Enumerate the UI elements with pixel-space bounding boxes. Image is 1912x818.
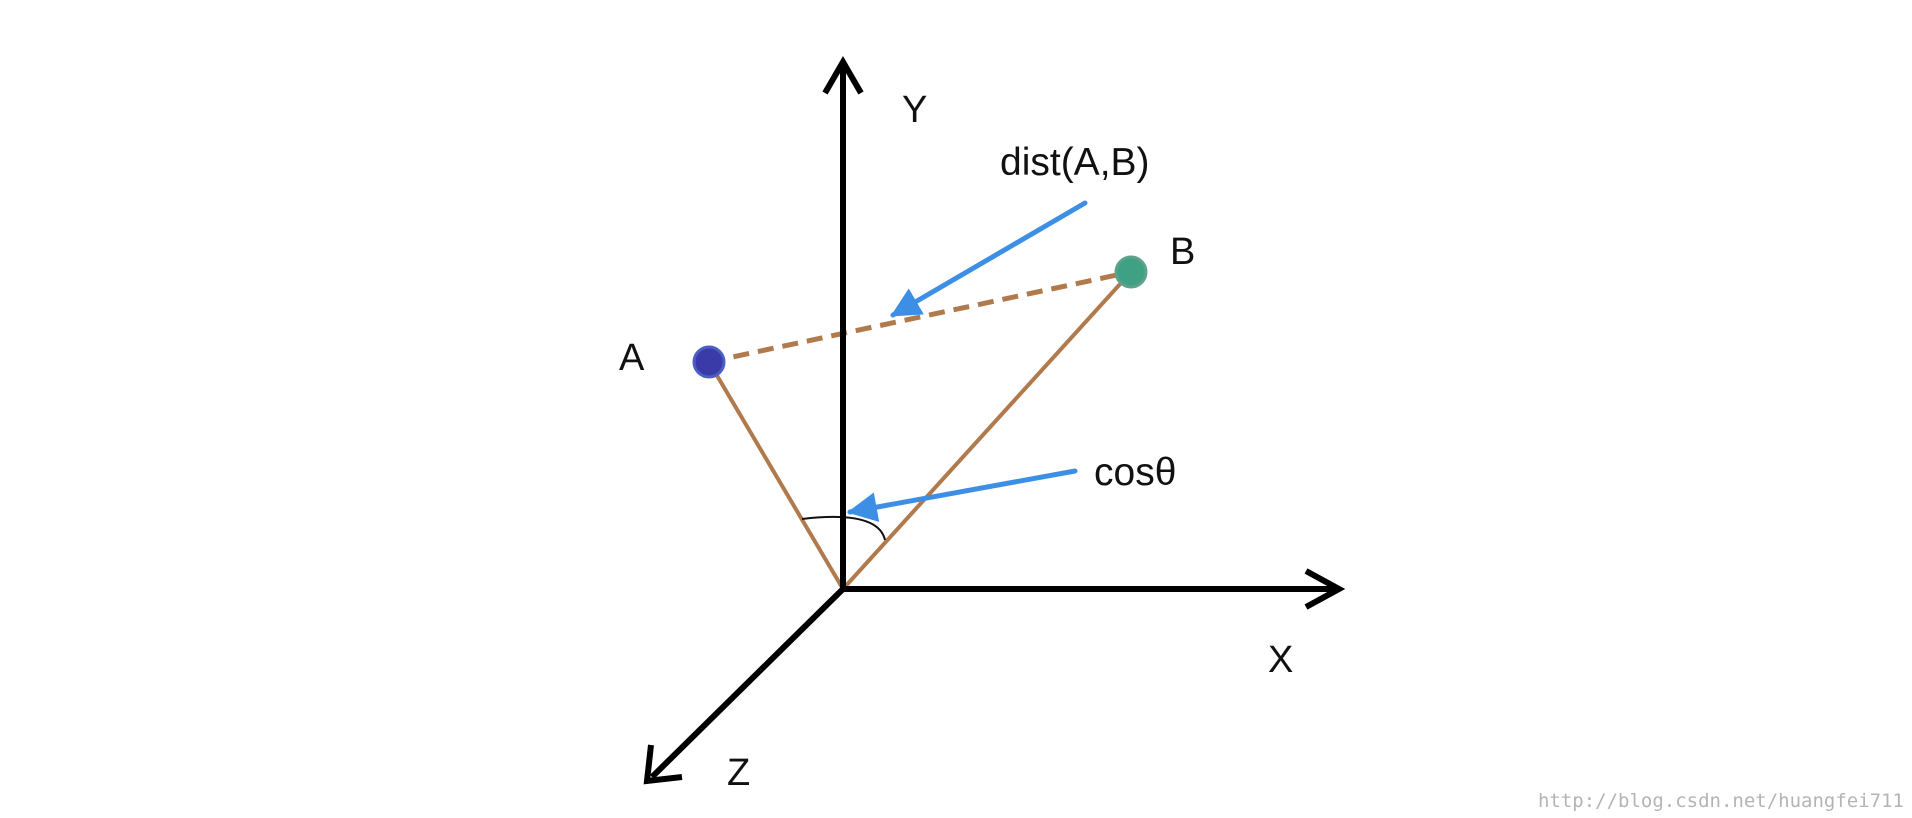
watermark: http://blog.csdn.net/huangfei711 xyxy=(1538,790,1904,812)
y-axis xyxy=(822,56,864,590)
distance-line-ab xyxy=(708,269,1132,365)
distance-pointer-arrow xyxy=(890,200,1088,318)
distance-label: dist(A,B) xyxy=(1000,141,1150,184)
angle-pointer-arrow xyxy=(847,468,1078,522)
vector-oa xyxy=(707,360,845,591)
angle-label: cosθ xyxy=(1094,451,1176,494)
y-axis-label: Y xyxy=(902,89,927,131)
point-a xyxy=(692,345,726,379)
point-b xyxy=(1114,255,1148,289)
point-a-label: A xyxy=(619,337,645,379)
x-axis-label: X xyxy=(1268,639,1293,681)
z-axis-label: Z xyxy=(727,752,750,794)
point-b-label: B xyxy=(1170,231,1195,273)
x-axis xyxy=(840,568,1346,610)
vector-ob xyxy=(841,270,1133,591)
z-axis xyxy=(643,584,848,785)
